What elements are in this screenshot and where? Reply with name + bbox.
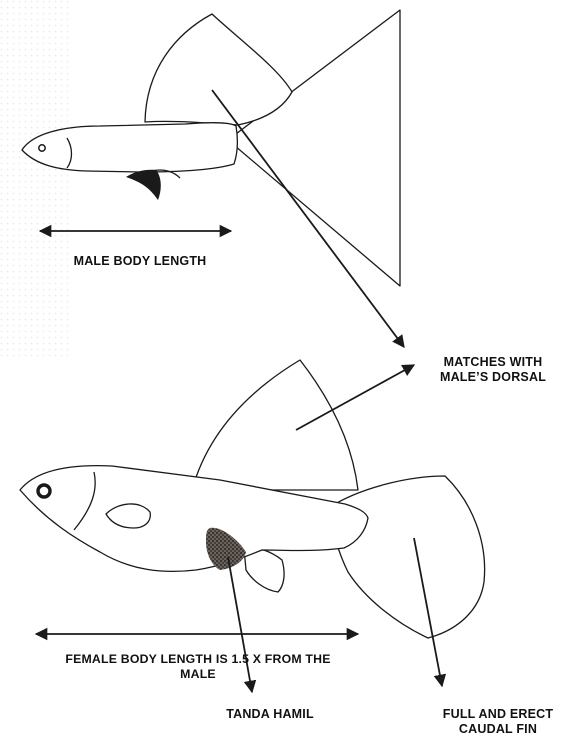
tanda-hamil-label: TANDA HAMIL [200,707,340,722]
caudal-fin-line-1: FULL AND ERECT [418,707,578,722]
female-body-length-label: FEMALE BODY LENGTH IS 1.5 X FROM THE MAL… [18,652,378,682]
male-guppy-illustration [22,10,400,286]
female-dorsal-fin [192,360,358,490]
male-gonopodium [126,170,161,200]
male-eye-icon [39,145,45,151]
male-body-length-label: MALE BODY LENGTH [35,254,245,269]
female-guppy-illustration [20,360,485,638]
matches-dorsal-line-2: MALE’S DORSAL [408,370,578,385]
male-dorsal-fin [145,14,292,125]
caudal-fin-label: FULL AND ERECT CAUDAL FIN [418,707,578,737]
matches-dorsal-line-1: MATCHES WITH [408,355,578,370]
matches-dorsal-label: MATCHES WITH MALE’S DORSAL [408,355,578,385]
female-caudal-fin [330,476,485,638]
female-body-length-line-1: FEMALE BODY LENGTH IS 1.5 X FROM THE [18,652,378,667]
female-body-length-line-2: MALE [18,667,378,682]
background-texture [0,0,70,360]
caudal-fin-line-2: CAUDAL FIN [418,722,578,737]
female-eye-icon [38,485,50,497]
